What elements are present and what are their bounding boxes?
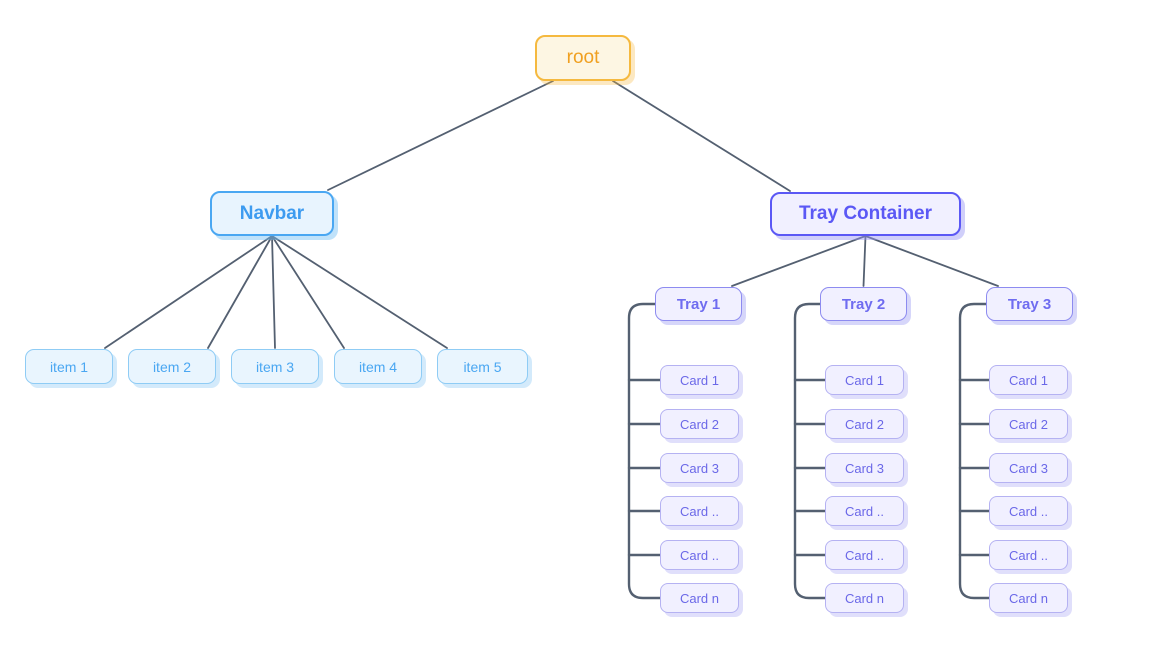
edge-tray-container-tray-2: [862, 235, 867, 287]
node-tray-1[interactable]: Tray 1: [655, 287, 742, 321]
edge-navbar-item-2: [207, 235, 273, 349]
node-item-2[interactable]: item 2: [128, 349, 216, 384]
tray-spine-1: [627, 302, 662, 600]
node-tray-1-card-3[interactable]: Card 3: [660, 453, 739, 483]
edge-navbar-item-1: [104, 235, 273, 349]
node-navbar[interactable]: Navbar: [210, 191, 334, 236]
edge-root-navbar: [327, 80, 554, 191]
node-tray-1-card-1[interactable]: Card 1: [660, 365, 739, 395]
node-tray-3-card-1[interactable]: Card 1: [989, 365, 1068, 395]
node-tray-3-card-4[interactable]: Card ..: [989, 496, 1068, 526]
node-tray-1-card-5[interactable]: Card ..: [660, 540, 739, 570]
tray-spine-3: [958, 302, 991, 600]
node-tray-3-card-5[interactable]: Card ..: [989, 540, 1068, 570]
node-tray-2-card-2[interactable]: Card 2: [825, 409, 904, 439]
edge-tray-container-tray-1: [731, 235, 867, 287]
edge-navbar-item-5: [271, 235, 448, 349]
node-item-4[interactable]: item 4: [334, 349, 422, 384]
edge-navbar-item-3: [271, 235, 276, 349]
node-item-1[interactable]: item 1: [25, 349, 113, 384]
node-item-5[interactable]: item 5: [437, 349, 528, 384]
node-tray-1-card-2[interactable]: Card 2: [660, 409, 739, 439]
node-root[interactable]: root: [535, 35, 631, 81]
node-tray-3-card-3[interactable]: Card 3: [989, 453, 1068, 483]
node-tray-2-card-6[interactable]: Card n: [825, 583, 904, 613]
edge-root-tray-container: [612, 80, 791, 192]
node-tray-3-card-6[interactable]: Card n: [989, 583, 1068, 613]
tray-spine-2: [793, 302, 827, 600]
node-tray-2-card-4[interactable]: Card ..: [825, 496, 904, 526]
node-tray-2[interactable]: Tray 2: [820, 287, 907, 321]
node-tray-2-card-3[interactable]: Card 3: [825, 453, 904, 483]
node-item-3[interactable]: item 3: [231, 349, 319, 384]
node-tray-container[interactable]: Tray Container: [770, 192, 961, 236]
node-tray-3[interactable]: Tray 3: [986, 287, 1073, 321]
node-tray-1-card-6[interactable]: Card n: [660, 583, 739, 613]
edge-tray-container-tray-3: [864, 235, 999, 287]
node-tray-1-card-4[interactable]: Card ..: [660, 496, 739, 526]
node-tray-2-card-5[interactable]: Card ..: [825, 540, 904, 570]
node-tray-3-card-2[interactable]: Card 2: [989, 409, 1068, 439]
node-tray-2-card-1[interactable]: Card 1: [825, 365, 904, 395]
edge-navbar-item-4: [271, 235, 345, 349]
